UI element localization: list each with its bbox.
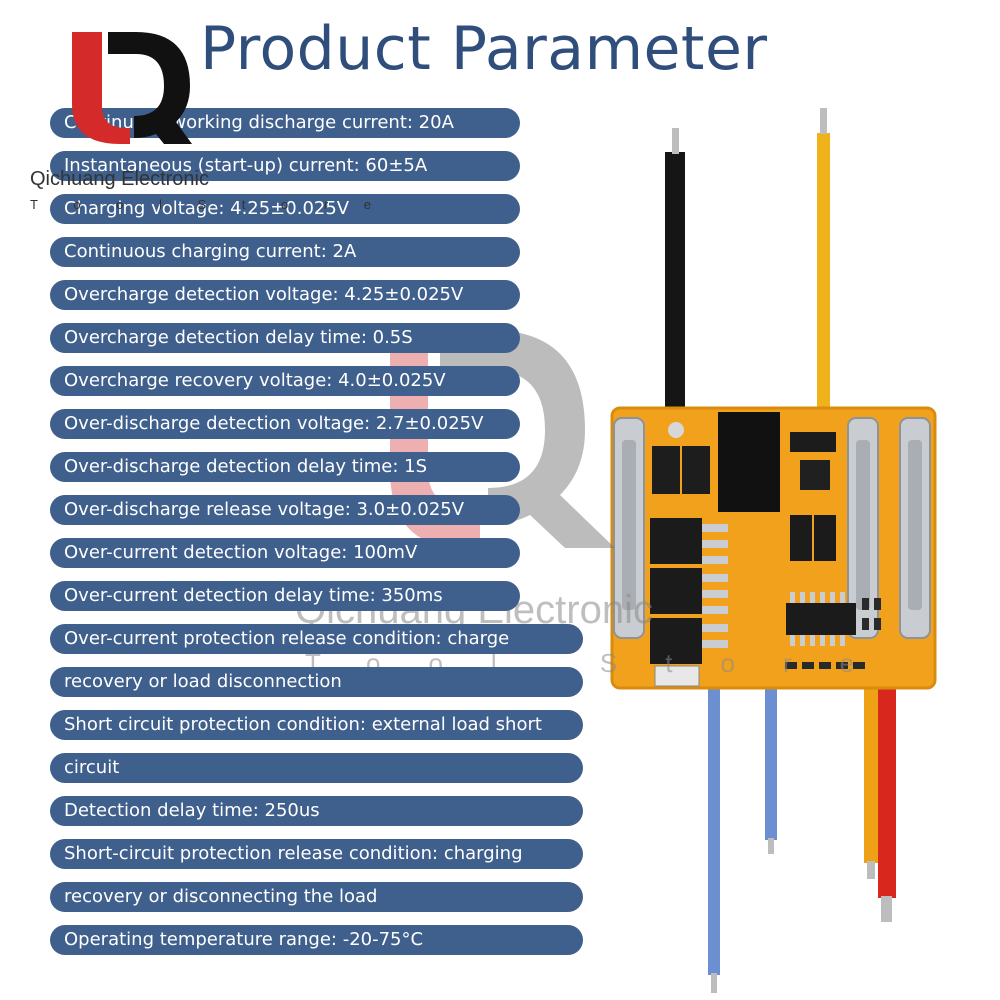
- yellow-wire: [817, 133, 830, 410]
- red-wire: [878, 688, 896, 898]
- parameter-item: Over-discharge detection voltage: 2.7±0.…: [50, 409, 520, 439]
- parameter-item: Over-current protection release conditio…: [50, 624, 583, 654]
- parameter-item: recovery or load disconnection: [50, 667, 583, 697]
- diode: [790, 432, 836, 452]
- terminal-block: [654, 665, 700, 687]
- parameter-item: Over-current detection delay time: 350ms: [50, 581, 520, 611]
- parameter-item: Over-discharge detection delay time: 1S: [50, 452, 520, 482]
- parameter-item: Operating temperature range: -20-75°C: [50, 925, 583, 955]
- test-pad: [668, 422, 684, 438]
- black-wire-tip: [672, 128, 679, 154]
- store-name: Qichuang Electronic: [30, 168, 209, 190]
- ic-small: [800, 460, 830, 490]
- mosfet-2: [650, 568, 702, 614]
- parameter-item: Over-current detection voltage: 100mV: [50, 538, 520, 568]
- diode-2: [790, 515, 812, 561]
- parameter-item: circuit: [50, 753, 583, 783]
- parameter-item: Instantaneous (start-up) current: 60±5A: [50, 151, 520, 181]
- parameter-item: Overcharge detection delay time: 0.5S: [50, 323, 520, 353]
- store-brand: Qichuang Electronic T o o l S t o r e: [30, 168, 387, 212]
- blue-wire-2-tip: [768, 838, 774, 854]
- ic-pins: [790, 592, 845, 646]
- blue-wire-1-tip: [711, 973, 717, 993]
- resistors: [785, 598, 881, 669]
- page-title: Product Parameter: [200, 14, 768, 84]
- battery-clip-left: [613, 417, 645, 639]
- orange-wire: [864, 688, 878, 863]
- parameter-item: recovery or disconnecting the load: [50, 882, 583, 912]
- mosfet-3: [650, 618, 702, 664]
- battery-clip-mid: [847, 417, 879, 639]
- red-wire-tip: [881, 896, 892, 922]
- mosfet-chip-1: [652, 446, 680, 494]
- parameter-item: Charging voltage: 4.25±0.025V: [50, 194, 520, 224]
- protection-ic: [786, 603, 856, 635]
- orange-wire-tip: [867, 861, 875, 879]
- yellow-wire-tip: [820, 108, 827, 134]
- parameter-item: Over-discharge release voltage: 3.0±0.02…: [50, 495, 520, 525]
- mosfet-chip-2: [682, 446, 710, 494]
- store-subtitle: T o o l S t o r e: [30, 197, 388, 212]
- parameter-item: Overcharge detection voltage: 4.25±0.025…: [50, 280, 520, 310]
- diode-3: [814, 515, 836, 561]
- battery-clip-right: [899, 417, 931, 639]
- mosfet-pins: [702, 524, 728, 648]
- blue-wire-1: [708, 688, 720, 975]
- parameter-item: Overcharge recovery voltage: 4.0±0.025V: [50, 366, 520, 396]
- dc-jack: [718, 412, 780, 512]
- parameter-item: Short-circuit protection release conditi…: [50, 839, 583, 869]
- blue-wire-2: [765, 688, 777, 840]
- black-wire: [665, 152, 685, 410]
- brand-logo: [72, 32, 192, 144]
- mosfet-1: [650, 518, 702, 564]
- parameter-item: Short circuit protection condition: exte…: [50, 710, 583, 740]
- parameter-item: Detection delay time: 250us: [50, 796, 583, 826]
- parameter-item: Continuous charging current: 2A: [50, 237, 520, 267]
